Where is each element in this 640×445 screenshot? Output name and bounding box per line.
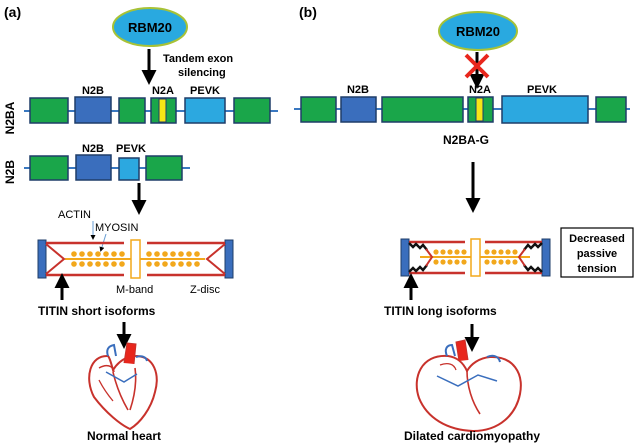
rbm20-oval-a [112,7,188,47]
exon-green [233,97,271,124]
exon-n2b [75,154,112,181]
effect-line2: passive [577,248,617,260]
exon-label-pevk: PEVK [190,85,220,97]
exon-green [29,97,69,124]
sarcomere-long [400,238,551,277]
exon-label-n2b: N2B [82,85,104,97]
zdisc-label: Z-disc [190,284,220,296]
titin-long-label: TITIN long isoforms [384,304,497,318]
exon-green [29,155,69,181]
exon-label-n2a: N2A [152,85,174,97]
process-line1: Tandem exon [163,53,233,65]
exon-label-n2b: N2B [82,143,104,155]
exon-label-pevk: PEVK [527,84,557,96]
exon-pevk [118,157,140,181]
effect-line1: Decreased [569,233,625,245]
titin-short-label: TITIN short isoforms [38,304,156,318]
myosin-label: MYOSIN [95,222,138,234]
effect-line3: tension [577,263,616,275]
actin-label: ACTIN [58,209,91,221]
isoform-n2ba-g-label: N2BA-G [443,133,489,147]
exon-n2b [340,96,377,123]
exon-pevk [184,97,226,124]
isoform-label-n2b: N2B [3,160,17,184]
rbm20-label-a: RBM20 [128,20,172,35]
n2a-yellow-band [158,98,167,123]
rbm20-oval-b [438,11,518,51]
exon-green [145,155,183,181]
sarcomere-normal [37,239,234,279]
panel-a-label: (a) [4,4,21,20]
exon-label-n2a: N2A [469,84,491,96]
exon-label-n2b: N2B [347,84,369,96]
effect-box [560,227,634,278]
exon-pevk [501,95,589,124]
exon-green [118,97,146,124]
isoform-label-n2ba: N2BA [3,101,17,134]
exon-retained-green [381,96,464,123]
dilated-heart-label: Dilated cardiomyopathy [404,429,540,443]
n2a-yellow-band [475,97,484,122]
exon-n2b [74,96,112,124]
rbm20-label-b: RBM20 [456,24,500,39]
normal-heart-label: Normal heart [87,429,161,443]
inhibition-x-icon [464,53,490,79]
dilated-heart-icon [415,339,522,433]
process-line2: silencing [178,67,226,79]
exon-green [595,96,627,123]
exon-green [300,96,337,123]
mband-label: M-band [116,284,153,296]
normal-heart-icon [88,342,158,431]
panel-b-label: (b) [299,4,317,20]
exon-label-pevk: PEVK [116,143,146,155]
